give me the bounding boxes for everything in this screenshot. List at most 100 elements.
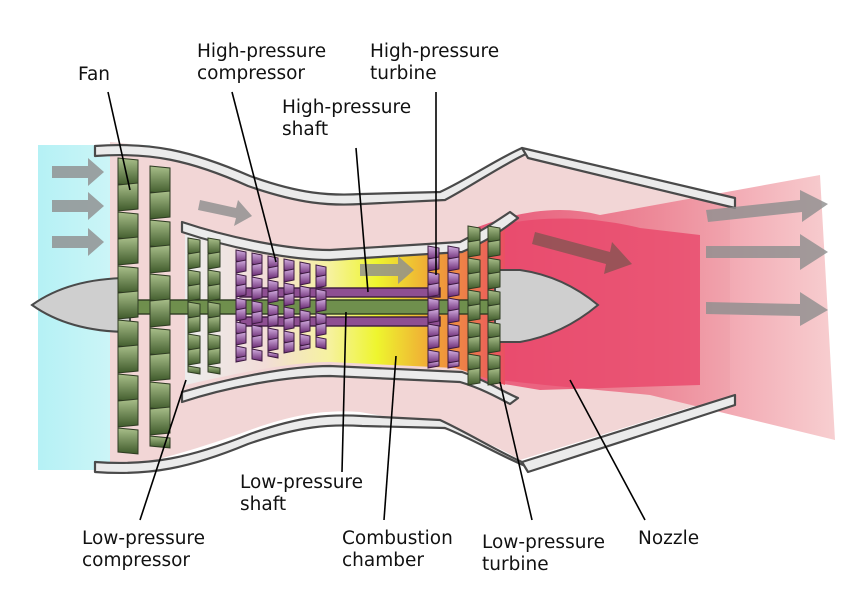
fan-blade-segment (117, 398, 139, 428)
leader-lines (107, 91, 646, 521)
labels: Fan High-pressure compressor High-pressu… (78, 41, 699, 575)
label-hp-turbine: High-pressure turbine (370, 41, 505, 84)
label-lp-turbine-line2: turbine (482, 554, 549, 575)
hpc-blade-segment (299, 271, 311, 286)
intake-arrow-2 (52, 192, 104, 220)
intake-arrow-3 (52, 228, 104, 256)
lpt-blade-segment (467, 367, 481, 386)
leader-nozzle (569, 379, 646, 521)
label-hp-shaft-line1: High-pressure (282, 97, 411, 118)
outer-casing-bottom-rear (520, 393, 737, 474)
hpt-blade-segment (447, 308, 460, 324)
lpt-blade-segment (467, 335, 481, 354)
lpc-blade-segment (207, 365, 221, 375)
label-hp-shaft: High-pressure shaft (282, 97, 417, 140)
flow-arrows (52, 158, 828, 326)
low-pressure-shaft (129, 299, 496, 315)
fan-blade-segment (149, 381, 171, 411)
label-lp-shaft: Low-pressure shaft (240, 472, 369, 515)
leader-lp-shaft (341, 311, 347, 473)
label-hp-compressor-line1: High-pressure (197, 41, 326, 62)
exhaust-arrow-core (532, 232, 632, 274)
lpc-blade-segment (207, 315, 221, 334)
fan-blade-segment (117, 319, 139, 349)
label-combustion: Combustion chamber (342, 528, 459, 571)
high-pressure-compressor-blades (235, 249, 327, 363)
label-combustion-line2: chamber (342, 550, 424, 571)
label-lp-turbine: Low-pressure turbine (482, 532, 611, 575)
high-pressure-shaft-bottom (239, 316, 441, 327)
label-lp-compressor: Low-pressure compressor (82, 528, 211, 571)
hpc-blade-segment (251, 262, 263, 277)
label-lp-compressor-line2: compressor (82, 550, 190, 571)
leader-lp-compressor (139, 379, 187, 521)
hpc-blade-segment (251, 286, 263, 301)
hpc-blade-segment (235, 331, 247, 346)
low-pressure-turbine-blades (467, 225, 501, 386)
label-lp-shaft-line1: Low-pressure (240, 472, 363, 493)
hpc-blade-segment (251, 334, 263, 349)
leader-hp-shaft (355, 147, 369, 293)
hpt-blade-segment (447, 256, 460, 272)
hpc-blade-segment (283, 268, 295, 283)
hpc-blade-segment (299, 295, 311, 310)
label-lp-compressor-line1: Low-pressure (82, 528, 205, 549)
fan-blade-segment (117, 265, 139, 295)
hpc-blade-segment (235, 259, 247, 274)
hpt-blade-segment (447, 360, 460, 369)
label-combustion-line1: Combustion (342, 528, 453, 549)
label-hp-shaft-line2: shaft (282, 119, 328, 140)
lpt-blade-segment (487, 303, 501, 322)
lpt-blade-segment (487, 367, 501, 386)
label-lp-shaft-line2: shaft (240, 494, 286, 515)
leader-combustion (383, 355, 397, 521)
hpt-blade-segment (447, 334, 460, 350)
lpc-blade-segment (187, 347, 201, 366)
lpc-blade-segment (207, 251, 221, 270)
exhaust-arrow-1 (706, 190, 828, 222)
hpc-blade-segment (251, 348, 263, 362)
lpt-blade-segment (467, 303, 481, 322)
lpc-blade-segment (207, 347, 221, 366)
fan-blade-segment (149, 273, 171, 303)
hpc-blade-segment (267, 313, 279, 328)
hpt-blade-segment (447, 282, 460, 298)
label-nozzle: Nozzle (638, 528, 699, 549)
hpc-blade-segment (283, 340, 295, 354)
hpc-blade-segment (235, 283, 247, 298)
lpc-blade-segment (187, 283, 201, 302)
fan-blade-segment (117, 344, 139, 374)
hpc-blade-segment (267, 337, 279, 352)
lpc-blade-segment (187, 365, 201, 375)
inner-casing-bottom (180, 364, 520, 406)
label-fan: Fan (78, 64, 110, 85)
fan-blade-segment (149, 406, 171, 436)
lpc-blade-segment (187, 315, 201, 334)
label-hp-compressor: High-pressure compressor (197, 41, 332, 84)
leader-hp-compressor (231, 91, 277, 263)
hpt-blade-segment (427, 256, 440, 272)
hpt-blade-segment (427, 308, 440, 324)
lpt-blade-segment (467, 271, 481, 290)
core-arrow (360, 256, 414, 284)
hpc-blade-segment (235, 355, 247, 363)
lpt-blade-segment (487, 271, 501, 290)
fan-blade-segment (117, 182, 139, 212)
hpc-blade-segment (251, 310, 263, 325)
fan-blade-segment (149, 219, 171, 249)
low-pressure-compressor-blades (187, 237, 221, 375)
hpt-blade-segment (427, 282, 440, 298)
hpc-blade-segment (235, 307, 247, 322)
lpc-blade-segment (207, 283, 221, 302)
hpt-blade-segment (427, 334, 440, 350)
tail-cone (494, 269, 600, 343)
fan-blade-segment (149, 327, 171, 357)
fan-blade-segment (149, 244, 171, 274)
exhaust-arrow-2 (706, 234, 828, 270)
fan-blade-segment (149, 298, 171, 328)
lpt-blade-segment (467, 239, 481, 258)
fan-blades (117, 157, 171, 455)
leader-lp-turbine (499, 381, 533, 521)
label-lp-turbine-line1: Low-pressure (482, 532, 605, 553)
hpc-blade-segment (283, 316, 295, 331)
